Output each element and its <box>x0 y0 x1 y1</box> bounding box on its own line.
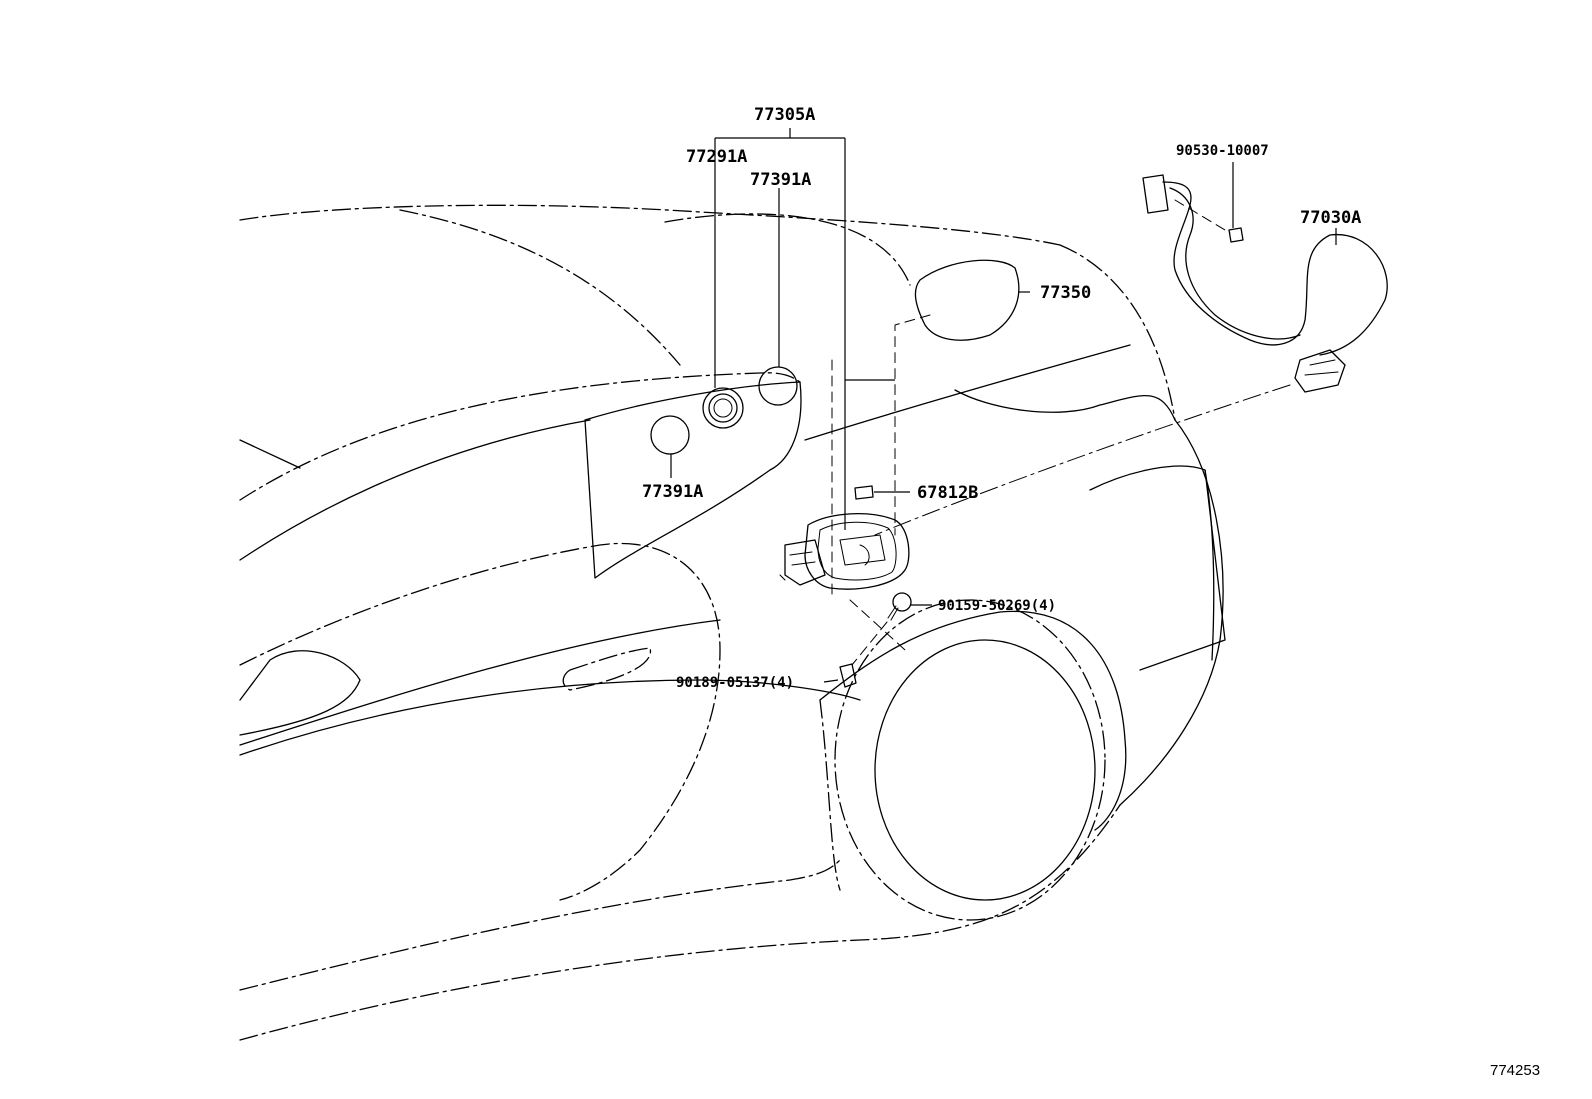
part-label-77030A: 77030A <box>1300 208 1361 228</box>
car-body-outline <box>239 204 1226 1041</box>
cover-assembly-line <box>894 314 931 536</box>
part-label-90189-05137: 90189-05137(4) <box>676 675 794 691</box>
part-label-67812B: 67812B <box>917 483 978 503</box>
fuel-lid-lock-actuator <box>779 539 826 586</box>
part-label-90530-10007: 90530-10007 <box>1176 143 1269 159</box>
label-pad-67812B <box>854 485 874 500</box>
cushion-77391A-top <box>758 366 798 406</box>
part-label-77291A: 77291A <box>686 147 747 167</box>
leader-lines <box>670 128 1337 683</box>
clamp-dashed-line <box>1174 199 1231 234</box>
fastener-dashed-lines <box>849 599 906 666</box>
opener-dashed-line <box>874 384 1291 536</box>
screw-90159 <box>887 592 912 621</box>
fuel-lid-cover <box>914 259 1020 341</box>
part-label-77350: 77350 <box>1040 283 1091 303</box>
cushion-77391A-left <box>650 415 690 455</box>
part-label-77305A: 77305A <box>754 105 815 125</box>
fuel-lid-opener-cable <box>1142 174 1388 393</box>
fuel-inlet-seal-77291A <box>702 387 744 429</box>
cable-clamp-90530 <box>1228 227 1244 243</box>
clip-90189 <box>839 663 857 688</box>
part-label-90159-50269: 90159-50269(4) <box>938 598 1056 614</box>
part-label-77391A-top: 77391A <box>750 170 811 190</box>
figure-number: 774253 <box>1490 1062 1540 1079</box>
part-label-77391A-left: 77391A <box>642 482 703 502</box>
fuel-lid-housing <box>804 513 910 590</box>
